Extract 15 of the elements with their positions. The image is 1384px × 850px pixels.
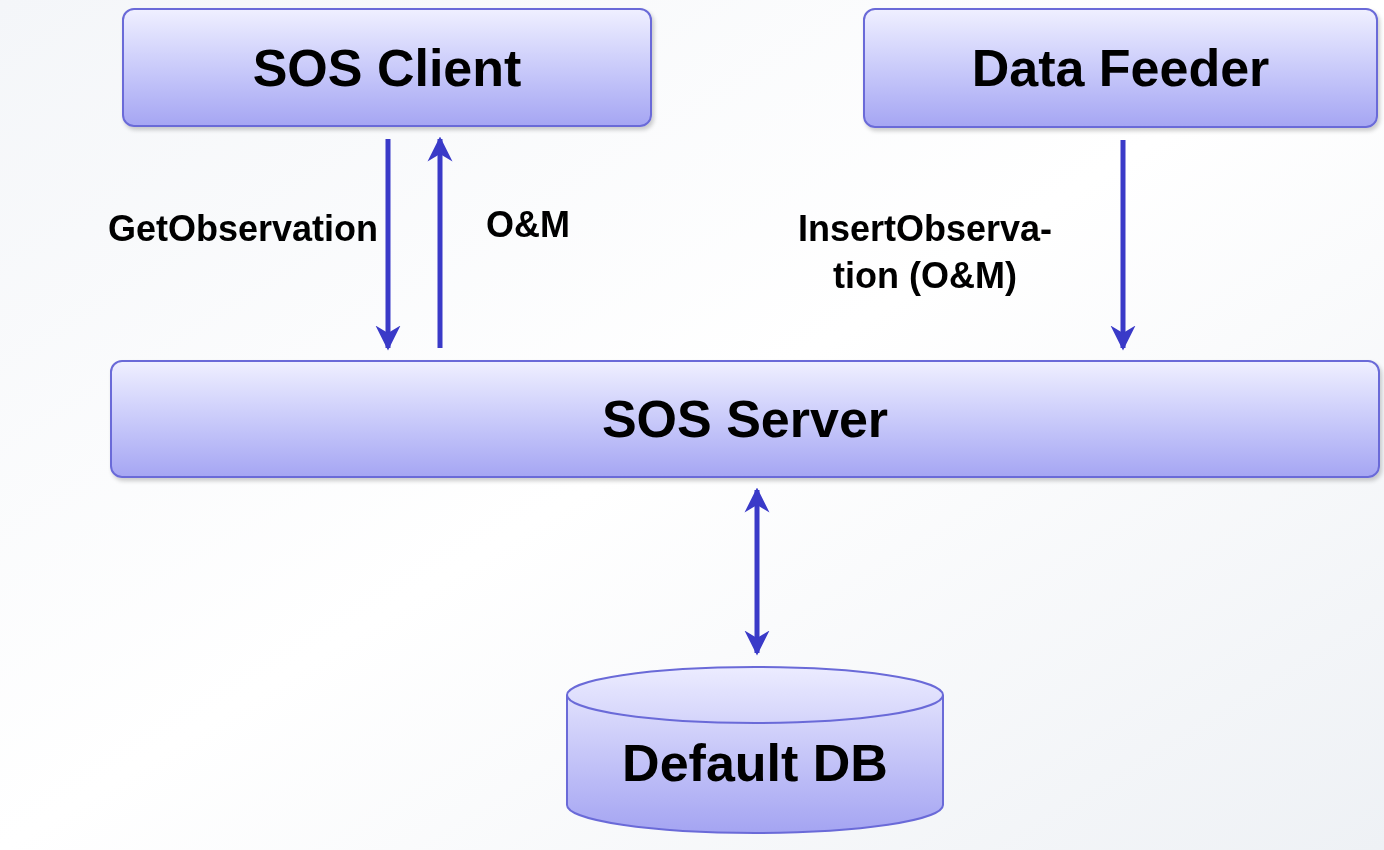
node-label: Default DB <box>622 737 888 789</box>
process-box <box>122 8 652 127</box>
edge-label: GetObservation <box>107 208 378 249</box>
process-box <box>110 360 1380 478</box>
edge-label: InsertObserva- tion (O&M) <box>797 208 1053 296</box>
node-label: SOS Client <box>252 41 522 94</box>
arrow <box>375 139 401 351</box>
process-box <box>863 8 1378 128</box>
node-label: SOS Server <box>601 393 889 445</box>
arrow <box>427 136 453 348</box>
node-label: Data Feeder <box>971 42 1270 94</box>
database-cylinder <box>565 665 945 835</box>
arrow <box>1110 140 1136 351</box>
arrow <box>744 487 770 656</box>
edge-label: O&M <box>486 204 570 245</box>
